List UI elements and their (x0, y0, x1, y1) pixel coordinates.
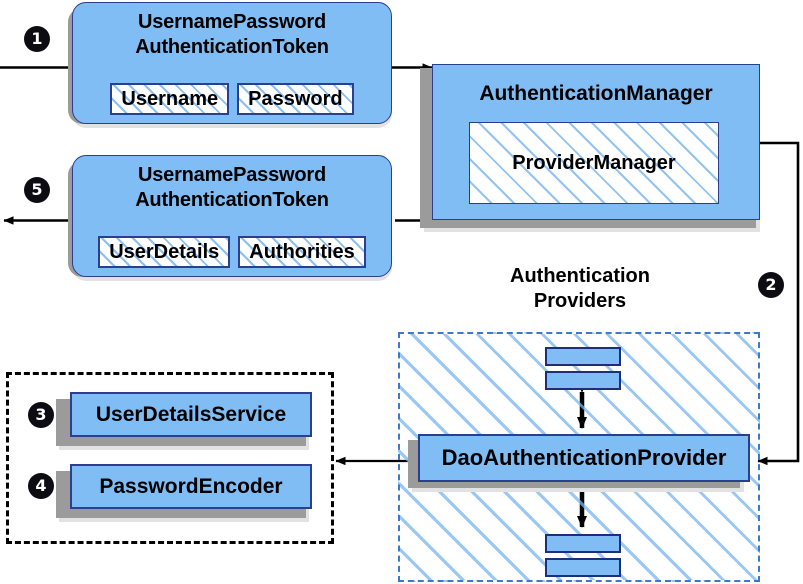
providers-label-line1: Authentication (510, 265, 650, 287)
auth-manager-title: AuthenticationManager (479, 82, 713, 105)
request-token-title-line1: UsernamePassword (137, 11, 326, 33)
providers-label-line2: Providers (533, 290, 627, 312)
provider-manager-box[interactable]: ProviderManager (469, 122, 719, 204)
other-provider-bar-3[interactable] (545, 534, 621, 553)
userdetailsservice-box[interactable]: UserDetailsService (70, 392, 312, 437)
step-bullet-5: 5 (24, 177, 50, 203)
userdetailsservice-label: UserDetailsService (95, 402, 287, 426)
other-provider-bar-1[interactable] (545, 347, 621, 366)
step-bullet-2: 2 (758, 272, 784, 298)
field-authorities[interactable]: Authorities (238, 236, 366, 268)
field-password[interactable]: Password (237, 83, 354, 115)
result-token-box[interactable]: UsernamePassword AuthenticationToken Use… (72, 155, 392, 277)
request-token-title: UsernamePassword AuthenticationToken (73, 3, 391, 60)
step-bullet-1-number: 1 (31, 29, 43, 48)
field-username[interactable]: Username (110, 83, 230, 115)
request-token-fields: Username Password (73, 83, 391, 115)
result-token-fields: UserDetails Authorities (73, 236, 391, 268)
arrow-manager-to-provider (757, 141, 800, 466)
result-token-title-line2: AuthenticationToken (135, 189, 329, 211)
result-token-title-line1: UsernamePassword (137, 164, 326, 186)
provider-manager-label: ProviderManager (512, 151, 676, 174)
other-provider-bar-4[interactable] (545, 558, 621, 577)
step-bullet-3-number: 3 (35, 405, 47, 424)
dao-provider-box[interactable]: DaoAuthenticationProvider (418, 434, 750, 482)
step-bullet-4: 4 (28, 473, 54, 499)
request-token-title-line2: AuthenticationToken (135, 36, 329, 58)
dao-provider-label: DaoAuthenticationProvider (441, 445, 727, 470)
step-bullet-1: 1 (24, 26, 50, 52)
result-token-title: UsernamePassword AuthenticationToken (73, 156, 391, 213)
providers-group-label: Authentication Providers (440, 264, 720, 314)
other-provider-bar-2[interactable] (545, 371, 621, 390)
step-bullet-5-number: 5 (31, 180, 43, 199)
passwordencoder-box[interactable]: PasswordEncoder (70, 464, 312, 509)
request-token-box[interactable]: UsernamePassword AuthenticationToken Use… (72, 2, 392, 124)
step-bullet-3: 3 (28, 402, 54, 428)
auth-manager-box[interactable]: AuthenticationManager ProviderManager (432, 64, 760, 220)
step-bullet-4-number: 4 (35, 476, 47, 495)
step-bullet-2-number: 2 (765, 275, 777, 294)
field-userdetails[interactable]: UserDetails (98, 236, 231, 268)
passwordencoder-label: PasswordEncoder (99, 474, 283, 498)
